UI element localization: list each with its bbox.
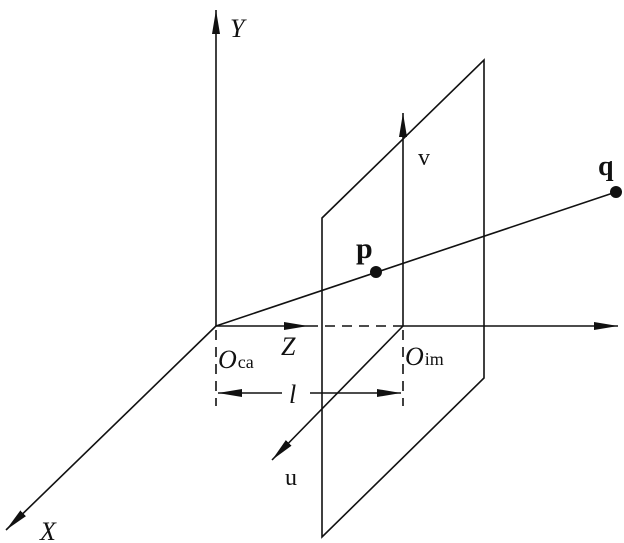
u-axis-label: u: [285, 465, 297, 491]
point-p-label: p: [356, 232, 373, 265]
camera-origin-sub: ca: [238, 352, 254, 372]
distance-label: l: [289, 380, 296, 409]
point-q-label: q: [598, 151, 614, 182]
image-origin-sub: im: [425, 349, 444, 369]
point-q-dot: [610, 186, 622, 198]
point-p-dot: [370, 266, 382, 278]
x-axis-label: X: [39, 517, 57, 543]
y-axis-label: Y: [230, 14, 247, 43]
v-axis-label: v: [418, 145, 430, 171]
camera-origin-label: Oca: [218, 345, 254, 374]
z-axis-label: Z: [281, 332, 296, 361]
x-axis-line: [5, 325, 217, 531]
image-plane: [321, 58, 485, 539]
image-origin-main: O: [405, 342, 424, 371]
camera-origin-main: O: [218, 345, 237, 374]
projection-ray: [215, 191, 617, 327]
image-origin-label: Oim: [405, 342, 444, 371]
